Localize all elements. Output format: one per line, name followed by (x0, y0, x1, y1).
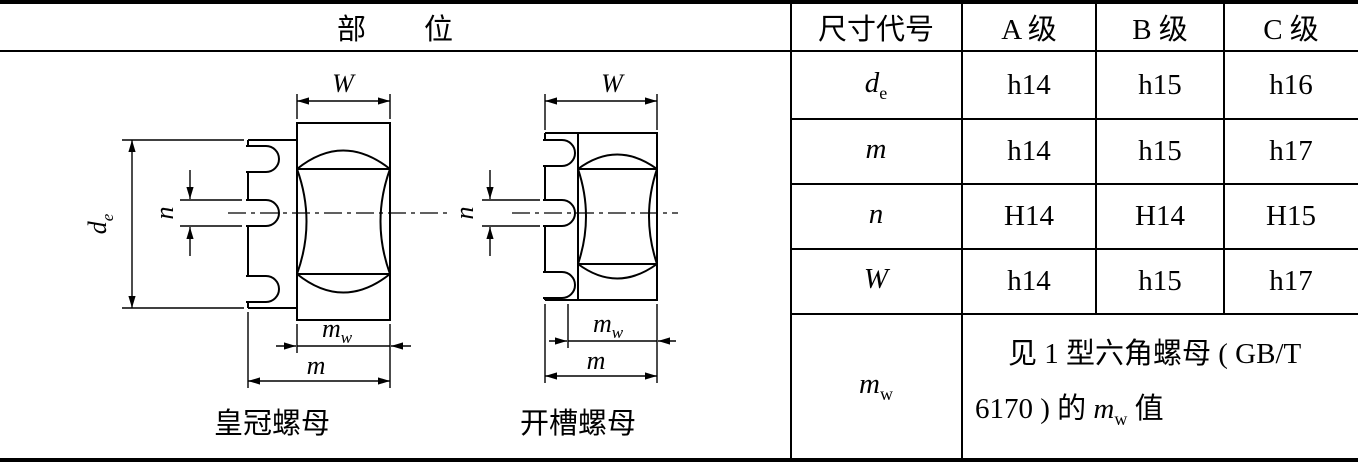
part-column-header: 部 位 (336, 14, 453, 46)
table-rule (1095, 0, 1097, 315)
row-n-grade-b: H14 (1135, 200, 1185, 232)
table-rule-bottom (0, 458, 1358, 462)
table-rule (790, 118, 1358, 120)
table-rule-header-bottom (0, 50, 1358, 52)
castle-nut-figure: W de n mw m 皇冠螺母 (83, 69, 448, 440)
note-text: 值 (1127, 392, 1164, 425)
technical-drawings: W de n mw m 皇冠螺母 (83, 69, 678, 440)
table-rule (1223, 0, 1225, 315)
row-mw-code: mw (790, 315, 962, 458)
table-rule-top (0, 0, 1358, 4)
slotted-nut-figure: W n mw m 开槽螺母 (450, 69, 678, 440)
mw-note-cell: 见 1 型六角螺母 ( GB/T 6170 ) 的 mw 值 (962, 315, 1358, 458)
dim-symbol: m (865, 133, 887, 166)
row-de-grade-b: h15 (1138, 68, 1182, 101)
slotted-dim-label-m: m (587, 346, 606, 375)
castle-nut-outline (246, 122, 391, 321)
row-w-grade-b: h15 (1138, 265, 1182, 297)
castle-dim-label-n: n (150, 207, 179, 220)
dim-symbol: mw (859, 368, 893, 404)
slotted-dimension-lines (482, 94, 676, 383)
table-rule (790, 313, 1358, 315)
row-de-grade-c: h16 (1269, 68, 1313, 101)
row-de-code: de (790, 52, 962, 118)
row-m-grade-a: h14 (1007, 135, 1051, 167)
slotted-dim-label-n: n (450, 207, 479, 220)
row-m-grade-c: h17 (1269, 135, 1313, 167)
table-rule (961, 0, 963, 462)
slotted-nut-label: 开槽螺母 (520, 407, 636, 440)
size-code-header: 尺寸代号 (817, 14, 934, 46)
dim-symbol: W (863, 263, 889, 296)
castle-nut-label: 皇冠螺母 (214, 407, 330, 440)
row-de-grade-a: h14 (1007, 68, 1051, 101)
row-n-grade-a: H14 (1004, 200, 1054, 232)
castle-dimension-lines (122, 94, 411, 388)
castle-dim-label-W: W (332, 69, 356, 98)
note-text: 6170 ) 的 (975, 392, 1094, 425)
row-w-code: W (790, 250, 962, 313)
grade-a-header: A 级 (1001, 14, 1057, 46)
slotted-dim-label-W: W (601, 69, 625, 98)
dim-symbol: mw (1093, 392, 1128, 429)
castle-dim-label-m: m (307, 351, 326, 380)
row-n-grade-c: H15 (1266, 200, 1316, 232)
castle-dim-label-mw: mw (322, 314, 353, 347)
table-rule (790, 248, 1358, 250)
grade-c-header: C 级 (1263, 14, 1319, 46)
slotted-nut-outline (543, 132, 658, 301)
table-rule (790, 183, 1358, 185)
mw-note-line2: 6170 ) 的 mw 值 (975, 382, 1358, 447)
row-w-grade-c: h17 (1269, 265, 1313, 297)
castle-dim-label-de: de (83, 213, 117, 234)
row-w-grade-a: h14 (1007, 265, 1051, 297)
mw-note-line1: 见 1 型六角螺母 ( GB/T (1008, 337, 1302, 370)
dim-symbol: de (864, 66, 888, 103)
table-rule (790, 0, 792, 462)
row-n-code: n (790, 185, 962, 248)
dim-symbol: n (868, 198, 884, 231)
row-m-code: m (790, 120, 962, 183)
slotted-dim-label-mw: mw (593, 309, 624, 342)
grade-b-header: B 级 (1132, 14, 1188, 46)
row-m-grade-b: h15 (1138, 135, 1182, 167)
